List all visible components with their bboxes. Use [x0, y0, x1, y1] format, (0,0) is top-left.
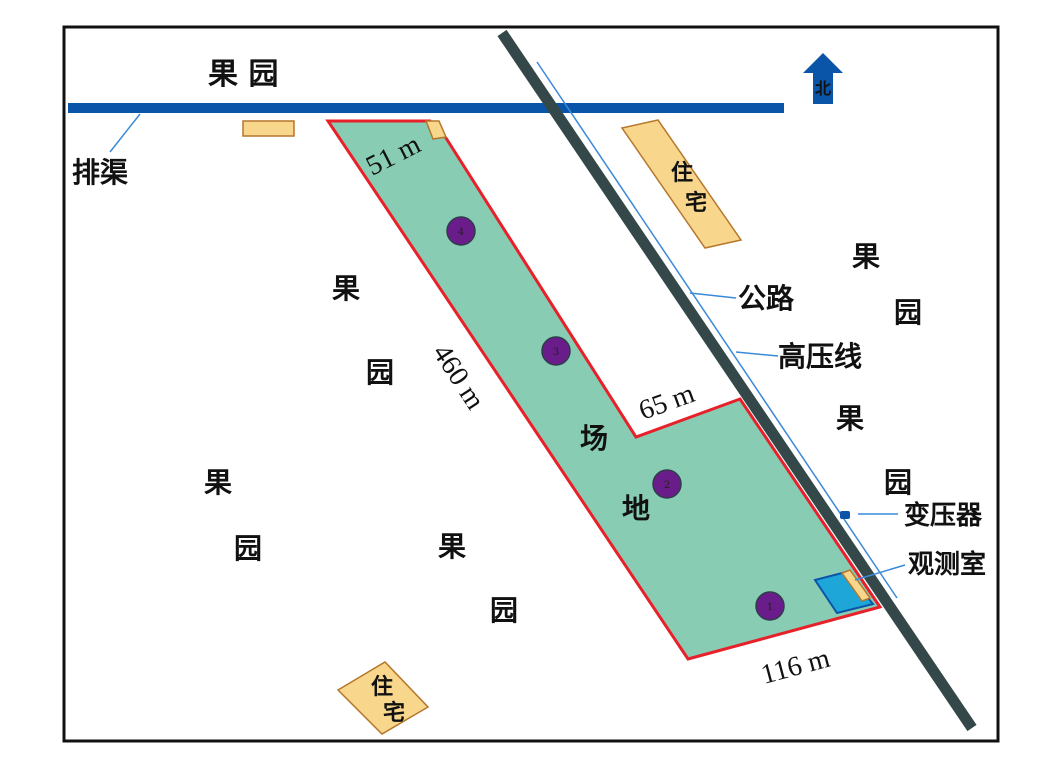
small-building [242, 120, 295, 137]
observatory-annex [840, 569, 872, 602]
orchard-char: 果 [332, 272, 360, 305]
transformer-icon [840, 511, 850, 519]
orchard-char: 果 [836, 402, 864, 435]
orchard-char: 园 [894, 296, 922, 329]
marker-4: 4 [446, 216, 476, 246]
orchard-char: 果 [204, 466, 232, 499]
marker-number: 1 [767, 602, 773, 613]
observatory-label: 观测室 [908, 549, 986, 580]
observatory-leader [854, 564, 906, 581]
transformer-label: 变压器 [904, 500, 983, 531]
orchard-char: 园 [366, 356, 394, 389]
road-label: 公路 [738, 282, 795, 315]
house-top: 住 宅 [620, 119, 743, 249]
road [497, 29, 977, 732]
house-char1: 住 [371, 674, 393, 700]
marker-3: 3 [541, 336, 571, 366]
house-char1: 住 [671, 160, 693, 186]
power-line-label: 高压线 [778, 340, 862, 373]
orchard-char: 园 [884, 466, 912, 499]
marker-number: 4 [458, 227, 464, 238]
marker-1: 1 [755, 591, 785, 621]
road-leader [689, 292, 737, 299]
marker-number: 3 [553, 347, 559, 358]
site-char2: 地 [622, 492, 650, 525]
marker-number: 2 [664, 480, 670, 491]
orchard-label-top: 果 园 [208, 57, 278, 92]
orchard-char: 园 [490, 594, 518, 627]
house-char2: 宅 [685, 190, 707, 216]
marker-2: 2 [652, 469, 682, 499]
house-bottom: 住 宅 [336, 661, 430, 735]
north-label: 北 [815, 79, 831, 98]
power-line [536, 61, 898, 599]
orchard-char: 果 [438, 530, 466, 563]
house-char2: 宅 [383, 700, 405, 726]
drain-label: 排渠 [72, 156, 128, 189]
north-arrow-icon [803, 53, 843, 104]
site-char1: 场 [580, 422, 608, 455]
drain-leader [109, 113, 141, 153]
observatory [813, 570, 875, 615]
orchard-labels: 果 园 果 园 果 园 果 园 果 园 [204, 240, 922, 627]
orchard-char: 果 [852, 240, 880, 273]
orchard-char: 园 [234, 532, 262, 565]
small-building-corner [424, 120, 448, 140]
power-leader [735, 351, 779, 357]
